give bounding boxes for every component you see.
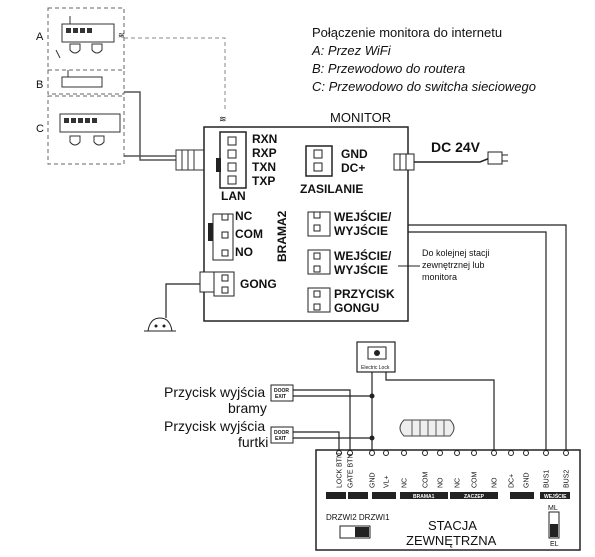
legend-option-a: A: Przez WiFi (311, 43, 392, 58)
bell-button-line1: PRZYCISK (334, 287, 395, 301)
terminal-screw (523, 450, 529, 456)
io2-line1: WEJŚCIE/ (334, 248, 392, 263)
terminal-screw (491, 450, 497, 456)
wicket-exit-button-label2: EXIT (275, 436, 286, 442)
gong-label: GONG (240, 277, 277, 291)
note-line3: monitora (422, 272, 457, 282)
lan-pin-rxp: RXP (252, 146, 277, 160)
group-zaczep: ZACZEP (464, 494, 485, 500)
terminal-screw (437, 450, 443, 456)
wifi-link (124, 37, 226, 110)
terminal-label: GND (524, 472, 531, 488)
terminal-screw (508, 450, 514, 456)
power-label: ZASILANIE (300, 182, 363, 196)
terminal-label: COM (472, 472, 479, 489)
terminal-screw (563, 450, 569, 456)
network-option-a: ≋ (47, 7, 125, 71)
terminal-label: BUS2 (564, 470, 571, 488)
group-brama1: BRAMA1 (413, 494, 435, 500)
lan-label: LAN (221, 189, 246, 203)
terminal-screw (369, 450, 375, 456)
legend-option-b: B: Przewodowo do routera (312, 61, 465, 76)
bell-button-line2: GONGU (334, 301, 379, 315)
terminal-label: NC (455, 478, 462, 488)
note-line2: zewnętrznej lub (422, 260, 485, 270)
station-name-line2: ZEWNĘTRZNA (406, 533, 497, 548)
terminal-screw (454, 450, 460, 456)
power-pin-dc: DC+ (341, 161, 365, 175)
switch-label: DRZWI2 DRZWI1 (326, 513, 390, 522)
wicket-exit-button (270, 426, 294, 444)
group-wejscie: WEJŚCIE (544, 493, 567, 500)
terminal-label: NO (438, 477, 445, 488)
electric-lock-label: Electric Lock (361, 365, 390, 371)
ribbon-cable-icon (399, 419, 455, 437)
terminal-screw (401, 450, 407, 456)
legend-option-c: C: Przewodowo do switcha sieciowego (312, 79, 536, 94)
terminal-screw (471, 450, 477, 456)
terminal-label: BUS1 (544, 470, 551, 488)
terminal-label: DC+ (509, 474, 516, 488)
lan-pin-txn: TXN (252, 160, 276, 174)
gate2-pin-nc: NC (235, 209, 253, 223)
terminal-screw (347, 450, 353, 456)
note-line1: Do kolejnej stacji (422, 248, 490, 258)
wicket-exit-wire-1 (293, 431, 340, 450)
bus2-wire (408, 224, 567, 450)
terminal-screw (543, 450, 549, 456)
dc-plug-icon (487, 151, 503, 165)
ml-label: ML (548, 505, 558, 512)
lock-wire-2 (385, 372, 495, 450)
dc-cable (414, 157, 491, 163)
gong-wire (165, 283, 200, 318)
station-name-line1: STACJA (428, 518, 477, 533)
terminal-label: GND (370, 472, 377, 488)
power-pin-gnd: GND (341, 147, 368, 161)
io2-line2: WYJŚCIE (334, 262, 388, 277)
wicket-exit-line1: Przycisk wyjścia (164, 418, 265, 434)
gate2-label: BRAMA2 (275, 210, 289, 262)
gate-exit-button (270, 384, 294, 402)
terminal-label: GATE BTN (348, 454, 355, 488)
terminal-label: LOCK BTN (337, 453, 344, 488)
letter-a: A (36, 31, 44, 43)
terminal-label: COM (423, 472, 430, 489)
terminal-label: NO (492, 477, 499, 488)
gate2-pin-no: NO (235, 245, 253, 259)
io1-line1: WEJŚCIE/ (334, 209, 392, 224)
wicket-exit-button-label1: DOOR (274, 430, 289, 436)
lan-pin-txp: TXP (252, 174, 275, 188)
terminal-screw (383, 450, 389, 456)
bell-icon (144, 317, 176, 332)
wifi-icon: ≋ (118, 31, 125, 40)
io1-line2: WYJŚCIE (334, 223, 388, 238)
lan-pin-rxn: RXN (252, 132, 277, 146)
gate2-pin-com: COM (235, 227, 263, 241)
legend-title: Połączenie monitora do internetu (312, 25, 502, 40)
letter-b: B (36, 79, 43, 91)
dc-label: DC 24V (431, 139, 481, 155)
terminal-screw (422, 450, 428, 456)
wifi-signal-icon: ≋ (219, 114, 227, 124)
terminal-screw (336, 450, 342, 456)
terminal-label: NC (402, 478, 409, 488)
letter-c: C (36, 123, 44, 135)
bus1-wire (408, 231, 547, 450)
monitor-title: MONITOR (330, 110, 391, 125)
network-option-c (47, 95, 125, 165)
gate-exit-button-label1: DOOR (274, 388, 289, 394)
gate-exit-line2: bramy (228, 400, 267, 416)
terminal-label: VL+ (384, 475, 391, 488)
gate-exit-line1: Przycisk wyjścia (164, 384, 265, 400)
gate-exit-button-label2: EXIT (275, 394, 286, 400)
el-label: EL (550, 541, 559, 548)
network-option-b (47, 69, 125, 95)
lan-cable (124, 91, 180, 161)
lan-connector (175, 149, 207, 171)
station-terminals: LOCK BTN GATE BTN GND VL+ NC COM NO NC COM NO DC+ G… (336, 450, 571, 489)
gate-exit-wire-1 (293, 389, 351, 450)
wicket-exit-line2: furtki (238, 434, 268, 450)
